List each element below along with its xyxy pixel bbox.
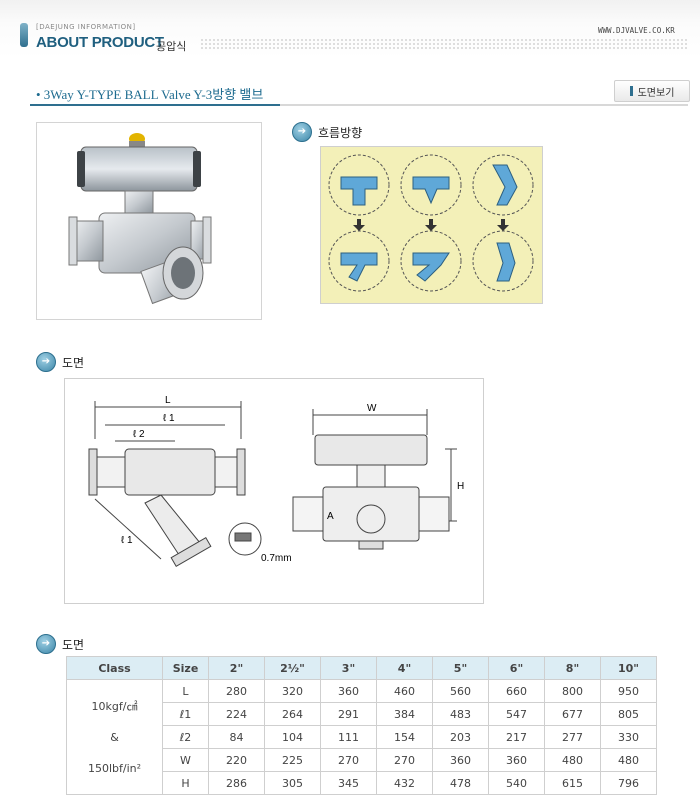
table-cell: 225 bbox=[264, 748, 321, 772]
arrow-circle-icon: ➔ bbox=[36, 634, 56, 654]
table-cell: 345 bbox=[320, 771, 377, 795]
table-cell: 291 bbox=[320, 702, 377, 726]
table-cell: 480 bbox=[544, 748, 601, 772]
table-header-cell: 10" bbox=[600, 656, 657, 680]
header-dot-pattern bbox=[200, 38, 688, 50]
drawing-heading-label: 도면 bbox=[62, 355, 85, 370]
table-header-row: Class Size 2" 2½" 3" 4" 5" 6" 8" 10" bbox=[66, 656, 657, 680]
class-line: 150lbf/in² bbox=[87, 761, 142, 775]
table-cell: 203 bbox=[432, 725, 489, 749]
title-divider bbox=[30, 104, 688, 106]
table-cell: 677 bbox=[544, 702, 601, 726]
table-cell: 950 bbox=[600, 679, 657, 703]
table-row: H 286 305 345 432 478 540 615 796 bbox=[67, 771, 657, 795]
table-header-cell: 2½" bbox=[264, 656, 321, 680]
table-cell: 264 bbox=[264, 702, 321, 726]
size-label: H bbox=[162, 771, 209, 795]
table-cell: 483 bbox=[432, 702, 489, 726]
class-line: & bbox=[110, 730, 119, 744]
table-cell: 320 bbox=[264, 679, 321, 703]
table-heading-label: 도면 bbox=[62, 637, 85, 652]
table-cell: 360 bbox=[320, 679, 377, 703]
table-cell: 460 bbox=[376, 679, 433, 703]
header-subtitle: [DAEJUNG INFORMATION] bbox=[36, 23, 136, 31]
table-heading: ➔ 도면 bbox=[36, 634, 84, 654]
table-header-cell: 6" bbox=[488, 656, 545, 680]
table-cell: 800 bbox=[544, 679, 601, 703]
table-cell: 305 bbox=[264, 771, 321, 795]
table-cell: 560 bbox=[432, 679, 489, 703]
table-cell: 547 bbox=[488, 702, 545, 726]
valve-photo-icon bbox=[68, 133, 212, 305]
table-cell: 384 bbox=[376, 702, 433, 726]
header-title: ABOUT PRODUCT bbox=[36, 34, 164, 51]
arrow-circle-icon: ➔ bbox=[36, 352, 56, 372]
table-cell: 280 bbox=[208, 679, 265, 703]
flow-direction-diagram bbox=[320, 146, 543, 304]
product-title: • 3Way Y-TYPE BALL Valve Y-3방향 밸브 bbox=[36, 87, 264, 102]
view-drawing-label: 도면보기 bbox=[637, 87, 675, 99]
table-cell: 480 bbox=[600, 748, 657, 772]
table-cell: 805 bbox=[600, 702, 657, 726]
class-line: 10kgf/㎠ bbox=[91, 699, 138, 713]
table-cell: 220 bbox=[208, 748, 265, 772]
table-cell: 540 bbox=[488, 771, 545, 795]
size-label: W bbox=[162, 748, 209, 772]
table-cell: 154 bbox=[376, 725, 433, 749]
header-korean-title: 공압식 bbox=[156, 40, 187, 53]
table-cell: 478 bbox=[432, 771, 489, 795]
table-cell: 286 bbox=[208, 771, 265, 795]
dim-W-label: W bbox=[367, 403, 377, 414]
table-cell: 277 bbox=[544, 725, 601, 749]
dim-L-label: L bbox=[165, 395, 171, 406]
table-cell: 360 bbox=[432, 748, 489, 772]
table-header-cell: 3" bbox=[320, 656, 377, 680]
table-cell: 111 bbox=[320, 725, 377, 749]
table-cell: 796 bbox=[600, 771, 657, 795]
table-cell: 270 bbox=[376, 748, 433, 772]
product-photo bbox=[36, 122, 262, 320]
table-header-cell: 8" bbox=[544, 656, 601, 680]
table-header-cell: Size bbox=[162, 656, 209, 680]
table-cell: 217 bbox=[488, 725, 545, 749]
dim-l2-label: ℓ 2 bbox=[133, 429, 145, 440]
table-cell: 84 bbox=[208, 725, 265, 749]
site-url[interactable]: WWW.DJVALVE.CO.KR bbox=[598, 26, 675, 35]
class-cell: 10kgf/㎠ & 150lbf/in² bbox=[66, 679, 163, 795]
table-header-cell: 2" bbox=[208, 656, 265, 680]
table-cell: 432 bbox=[376, 771, 433, 795]
technical-drawing: L ℓ 1 ℓ 2 ℓ 1 W H A 0.7mm bbox=[64, 378, 484, 604]
view-drawing-button[interactable]: 도면보기 bbox=[614, 80, 690, 102]
dim-A-label: A bbox=[327, 511, 334, 522]
dimension-table: Class Size 2" 2½" 3" 4" 5" 6" 8" 10" 10k… bbox=[66, 656, 657, 795]
table-header-cell: 5" bbox=[432, 656, 489, 680]
table-cell: 660 bbox=[488, 679, 545, 703]
table-cell: 360 bbox=[488, 748, 545, 772]
flow-heading-label: 흐름방향 bbox=[318, 125, 363, 140]
table-header-cell: 4" bbox=[376, 656, 433, 680]
dim-gap-label: 0.7mm bbox=[261, 553, 292, 564]
size-label: ℓ1 bbox=[162, 702, 209, 726]
table-cell: 104 bbox=[264, 725, 321, 749]
flow-diagram-icon bbox=[328, 154, 534, 292]
table-cell: 615 bbox=[544, 771, 601, 795]
technical-drawing-icon: L ℓ 1 ℓ 2 ℓ 1 W H A 0.7mm bbox=[88, 395, 464, 568]
table-cell: 224 bbox=[208, 702, 265, 726]
table-row: 10kgf/㎠ & 150lbf/in² L 280 320 360 460 5… bbox=[66, 679, 657, 795]
table-row: ℓ2 84 104 111 154 203 217 277 330 bbox=[67, 725, 657, 749]
table-header-cell: Class bbox=[66, 656, 163, 680]
title-divider-accent bbox=[30, 104, 280, 106]
size-label: L bbox=[162, 679, 209, 703]
size-label: ℓ2 bbox=[162, 725, 209, 749]
dim-l1-top-label: ℓ 1 bbox=[163, 413, 175, 424]
flow-heading: ➔ 흐름방향 bbox=[292, 122, 362, 142]
arrow-circle-icon: ➔ bbox=[292, 122, 312, 142]
table-cell: 330 bbox=[600, 725, 657, 749]
dim-l1-diag-label: ℓ 1 bbox=[121, 535, 133, 546]
drawing-heading: ➔ 도면 bbox=[36, 352, 84, 372]
dim-H-label: H bbox=[457, 481, 464, 492]
header-accent-bar bbox=[20, 23, 28, 47]
table-cell: 270 bbox=[320, 748, 377, 772]
